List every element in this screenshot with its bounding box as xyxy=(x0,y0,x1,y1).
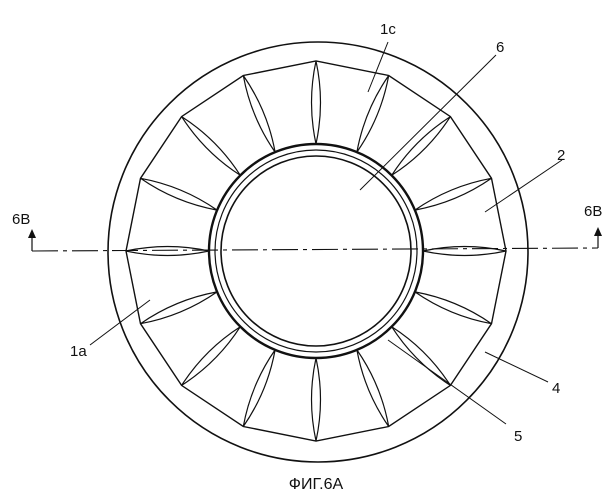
hub-inner-ring xyxy=(221,156,411,346)
blade-vane xyxy=(243,76,275,153)
blade-vane xyxy=(126,247,209,256)
leader-1a xyxy=(90,300,150,345)
blade-vane xyxy=(141,178,218,210)
label-6b-right: 6B xyxy=(584,203,602,220)
hub-outer-ring xyxy=(209,144,423,358)
blade-vane xyxy=(182,117,241,176)
leader-2 xyxy=(485,160,562,212)
figure-caption: ФИГ.6А xyxy=(289,476,344,493)
blade-vane xyxy=(312,61,321,144)
blade-vane xyxy=(357,76,389,153)
label-6b-left: 6B xyxy=(12,211,30,228)
blade-vane xyxy=(312,358,321,441)
blade-vane xyxy=(423,247,506,256)
blade-vane xyxy=(357,350,389,427)
section-centerline xyxy=(32,248,598,251)
section-arrow-left-head xyxy=(28,229,36,238)
label-4: 4 xyxy=(552,380,560,397)
label-5: 5 xyxy=(514,428,522,445)
label-1a: 1a xyxy=(70,343,87,360)
blade-vane xyxy=(392,117,451,176)
section-arrow-right-head xyxy=(594,227,602,236)
label-2: 2 xyxy=(557,147,565,164)
blade-vane xyxy=(392,327,451,386)
hub-middle-ring xyxy=(215,150,417,352)
blade-vane xyxy=(415,292,492,324)
blade-vane xyxy=(415,178,492,210)
leader-6 xyxy=(360,55,496,190)
leader-5 xyxy=(388,340,506,424)
blade-vane xyxy=(182,327,241,386)
blade-vane xyxy=(243,350,275,427)
label-1c: 1c xyxy=(380,21,396,38)
label-6: 6 xyxy=(496,39,504,56)
outer-ring xyxy=(108,42,528,462)
blade-vane xyxy=(141,292,218,324)
